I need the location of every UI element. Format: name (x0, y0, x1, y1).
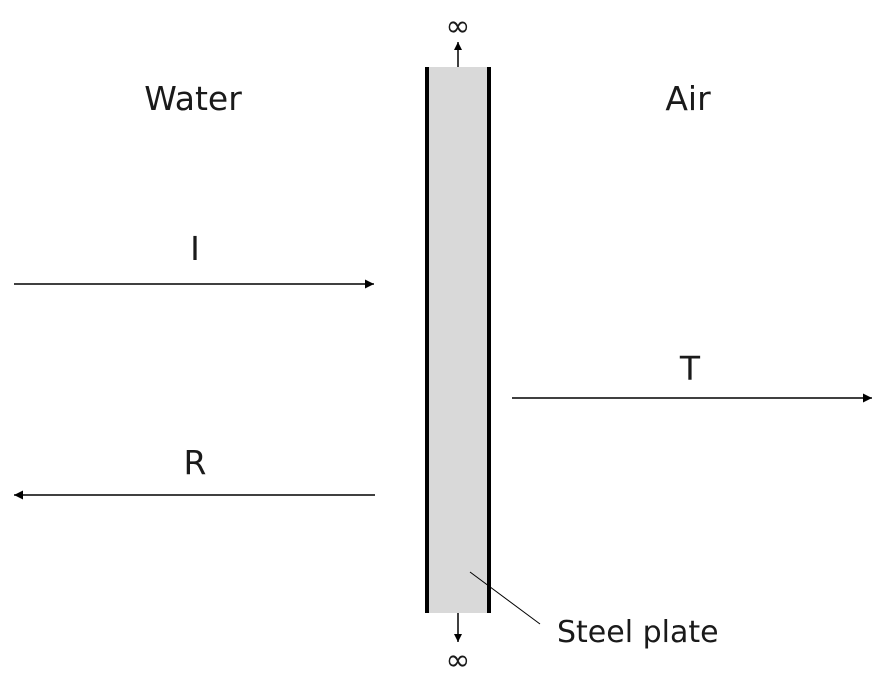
transmitted-wave-label: T (679, 349, 701, 388)
water-label: Water (144, 79, 242, 118)
incident-wave-label: I (190, 229, 200, 268)
air-label: Air (665, 79, 711, 118)
steel-plate-leader-line (469, 571, 541, 625)
bottom-infinity-label: ∞ (446, 643, 471, 678)
steel-plate-label: Steel plate (557, 615, 719, 650)
top-infinity-label: ∞ (446, 9, 471, 44)
reflected-wave-label: R (184, 443, 207, 482)
steel-plate (425, 67, 491, 613)
plate-body (427, 67, 489, 613)
